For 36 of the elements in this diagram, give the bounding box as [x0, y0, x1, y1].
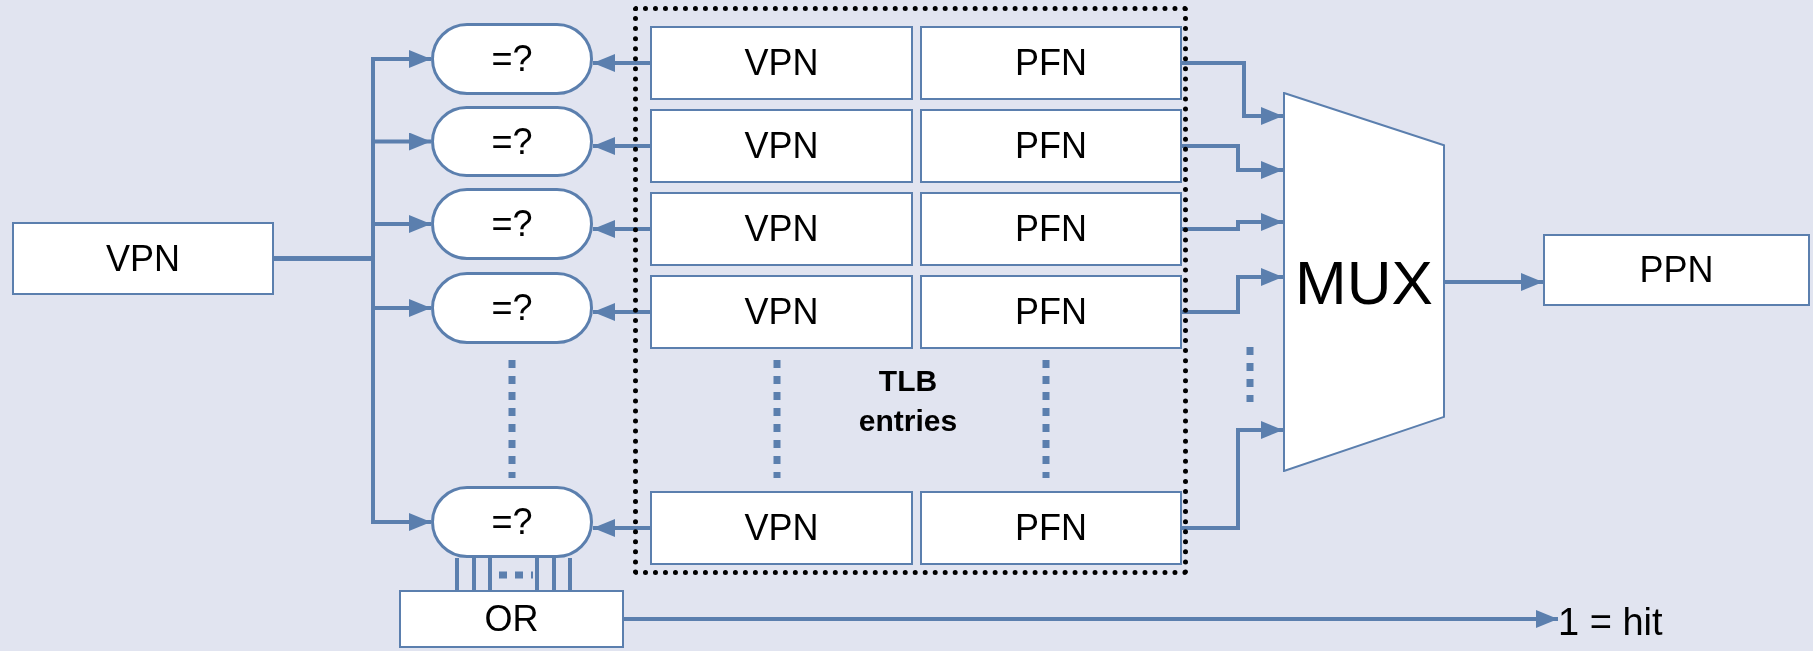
arrow [1182, 213, 1283, 231]
register-box: PPN [1543, 234, 1810, 306]
register-box: OR [399, 590, 624, 648]
table-cell: PFN [920, 275, 1182, 349]
table-cell: VPN [650, 192, 913, 266]
comparator-pill: =? [431, 272, 593, 344]
comparator-pill: =? [431, 486, 593, 558]
arrow [593, 519, 650, 537]
register-box: VPN [12, 222, 274, 295]
table-cell: PFN [920, 109, 1182, 183]
arrow [274, 256, 431, 531]
table-cell: VPN [650, 109, 913, 183]
bus-lines [455, 556, 572, 592]
table-cell: PFN [920, 192, 1182, 266]
output-label: 1 = hit [1558, 597, 1758, 647]
group-label: TLB entries [857, 363, 959, 439]
arrow [624, 610, 1558, 628]
arrow [1182, 268, 1283, 314]
arrow [1445, 273, 1543, 291]
arrow [593, 220, 650, 238]
table-cell: PFN [920, 26, 1182, 100]
table-cell: PFN [920, 491, 1182, 565]
arrow [1182, 144, 1283, 179]
arrow [593, 137, 650, 155]
arrow [1182, 421, 1283, 530]
comparator-pill: =? [431, 106, 593, 177]
comparator-pill: =? [431, 188, 593, 260]
arrow [1182, 61, 1283, 125]
table-cell: VPN [650, 275, 913, 349]
arrow [593, 303, 650, 321]
dotted-group-frame [633, 6, 1188, 575]
arrow [593, 54, 650, 72]
multiplexer: MUX [1283, 92, 1445, 472]
comparator-pill: =? [431, 23, 593, 95]
table-cell: VPN [650, 26, 913, 100]
table-cell: VPN [650, 491, 913, 565]
